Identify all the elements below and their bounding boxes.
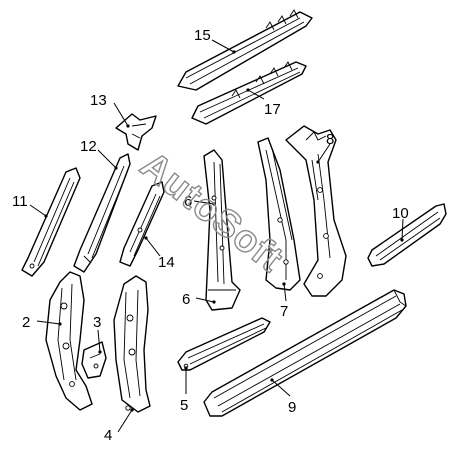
callout-numbers: 15 17 13 12 11 14 8 10 6 6 7 2 3 5 4 9 [12,27,409,444]
callout-17: 17 [264,101,281,118]
callout-4: 4 [104,427,112,444]
callout-6-upper: 6 [184,193,192,210]
callout-9: 9 [288,399,296,416]
part-12-pillar [73,153,131,273]
callout-14: 14 [158,254,175,271]
callout-11: 11 [12,193,28,210]
leader-lines [29,39,404,433]
part-2-pillar [45,271,93,411]
part-17-roof-rail [191,61,307,125]
part-6-pillar [203,149,241,311]
part-14-pillar [119,181,165,267]
part-4-pillar [113,275,151,413]
part-5-rocker [177,317,271,371]
part-13-bracket [115,113,157,151]
part-15-roof-rail [177,9,313,91]
part-11-pillar [21,167,81,277]
callout-13: 13 [90,92,107,109]
callout-8: 8 [326,131,334,148]
part-10-member [367,203,447,267]
callout-10: 10 [392,205,409,222]
part-3-gusset [81,341,107,379]
callout-15: 15 [194,27,211,44]
callout-2: 2 [22,314,30,331]
part-9-sill [203,289,407,417]
callout-12: 12 [80,138,97,155]
callout-5: 5 [180,397,188,414]
callout-7: 7 [280,303,288,320]
callout-3: 3 [93,314,101,331]
part-8-pillar [285,125,347,297]
part-7-pillar [257,137,301,291]
callout-6-lower: 6 [182,291,190,308]
